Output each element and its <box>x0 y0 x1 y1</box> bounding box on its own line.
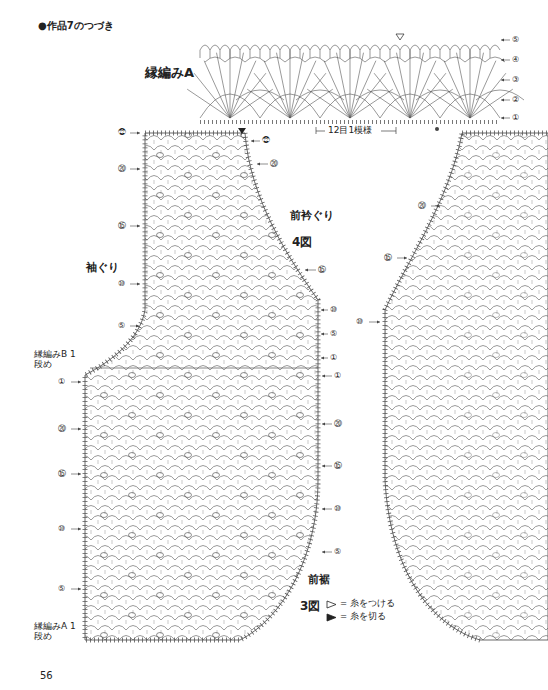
row-number: ④ <box>512 56 519 65</box>
legend-symbol <box>326 600 337 609</box>
row-number: ㉒ <box>262 137 270 146</box>
row-number: ① <box>512 114 519 123</box>
row-number: ⑩ <box>330 306 337 315</box>
legend-text: = 糸をつける <box>340 598 395 610</box>
row-number: ㉒ <box>118 129 126 138</box>
page-number: 56 <box>40 670 53 681</box>
chart-label: 12目1模様 <box>328 126 372 136</box>
row-number: ① <box>58 378 65 387</box>
arrow-head <box>501 58 504 61</box>
row-number: ⑮ <box>384 254 392 263</box>
arrow-head <box>501 78 504 81</box>
arrow-head <box>437 204 440 207</box>
arrow-head <box>322 507 325 510</box>
row-number: ⑳ <box>418 202 426 211</box>
arrow-head <box>377 320 380 323</box>
row-number: ⑮ <box>334 462 342 471</box>
row-number: ⑳ <box>270 160 278 169</box>
arrow-head <box>321 332 324 335</box>
row-number: ⑤ <box>118 322 125 331</box>
arrow-head <box>137 167 140 170</box>
arrow-head <box>78 472 81 475</box>
arrow-head <box>322 374 325 377</box>
chart-label: 縁編みA 1段め <box>34 622 78 642</box>
row-number: ⑤ <box>512 36 519 45</box>
row-number: ① <box>330 354 337 363</box>
legend-symbol <box>326 613 337 622</box>
row-number: ⑩ <box>356 318 363 327</box>
arrow-head <box>404 256 407 259</box>
arrow-head <box>321 356 324 359</box>
arrow-head <box>78 587 81 590</box>
row-number: ⑮ <box>58 470 66 479</box>
row-number: ⑳ <box>58 425 66 434</box>
row-number: ⑩ <box>334 505 341 514</box>
arrow-head <box>321 308 324 311</box>
arrow-head <box>322 464 325 467</box>
row-number: ⑤ <box>330 330 337 339</box>
row-number: ⑤ <box>58 585 65 594</box>
chart-label: 袖ぐり <box>86 262 119 274</box>
arrow-head <box>136 324 139 327</box>
row-number: ③ <box>512 76 519 85</box>
legend-row: = 糸を切る <box>326 611 386 623</box>
arrow-head <box>322 422 325 425</box>
chart-label: 3図 <box>300 600 320 613</box>
arrow-head <box>137 131 140 134</box>
arrow-head <box>501 116 504 119</box>
arrow-head <box>78 380 81 383</box>
chart-label: 前裾 <box>308 574 330 586</box>
row-number: ⑮ <box>318 266 326 275</box>
chart-label: 縁編みB 1段め <box>34 350 78 370</box>
arrow-head <box>251 139 254 142</box>
arrow-head <box>78 527 81 530</box>
chart-label: 4図 <box>292 236 312 249</box>
arrow-head <box>305 268 308 271</box>
arrow-head <box>137 282 140 285</box>
row-number: ① <box>334 372 341 381</box>
row-number: ⑤ <box>334 548 341 557</box>
chart-label: 縁編みA <box>145 66 194 80</box>
page-title: ●作品7のつづき <box>38 20 114 31</box>
arrow-head <box>78 427 81 430</box>
arrow-head <box>257 162 260 165</box>
legend-row: = 糸をつける <box>326 598 395 610</box>
row-number: ⑩ <box>118 280 125 289</box>
arrow-head <box>137 224 140 227</box>
arrow-head <box>322 550 325 553</box>
row-number: ⑩ <box>58 525 65 534</box>
row-number: ② <box>512 96 519 105</box>
chart-label: 前衿ぐり <box>290 210 334 222</box>
row-number: ⑮ <box>118 222 126 231</box>
arrow-head <box>501 38 504 41</box>
arrow-head <box>501 98 504 101</box>
legend-text: = 糸を切る <box>340 611 386 623</box>
row-number: ⑳ <box>118 165 126 174</box>
row-number: ⑳ <box>334 420 342 429</box>
